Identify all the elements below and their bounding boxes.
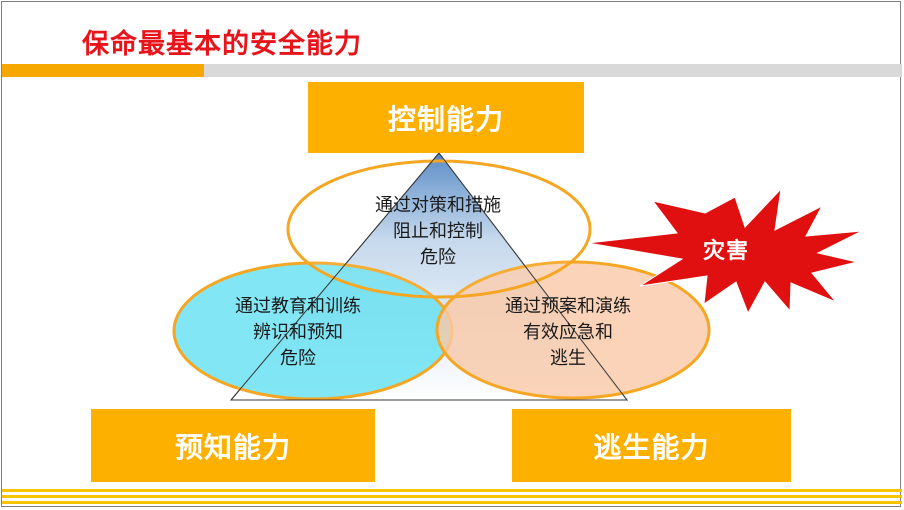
triangle-outline — [230, 152, 629, 401]
escape-line-3: 逃生 — [550, 348, 586, 369]
slide-title: 保命最基本的安全能力 — [82, 29, 362, 60]
control-capability-box: 控制能力 — [308, 82, 584, 153]
disaster-label: 灾害 — [702, 239, 749, 264]
escape-line-1: 通过预案和演练 — [505, 296, 631, 317]
ellipse-control — [286, 159, 592, 299]
control-line-1: 通过对策和措施 — [375, 195, 501, 216]
escape-line-2: 有效应急和 — [523, 322, 613, 343]
escape-description: 通过预案和演练 有效应急和 逃生 — [460, 294, 676, 372]
predict-line-3: 危险 — [280, 348, 316, 369]
predict-capability-box: 预知能力 — [91, 409, 375, 482]
predict-line-1: 通过教育和训练 — [235, 296, 361, 317]
escape-capability-box: 逃生能力 — [512, 409, 791, 482]
title-underline-accent — [2, 64, 204, 77]
title-underline-bar — [204, 64, 902, 77]
control-line-3: 危险 — [420, 247, 456, 268]
footer-stripes — [2, 488, 902, 508]
control-line-2: 阻止和控制 — [393, 221, 483, 242]
footer-stripe — [2, 495, 902, 498]
disaster-starburst — [587, 187, 863, 315]
footer-stripe — [2, 489, 902, 492]
predict-description: 通过教育和训练 辨识和预知 危险 — [190, 294, 406, 372]
control-description: 通过对策和措施 阻止和控制 危险 — [330, 193, 546, 271]
predict-line-2: 辨识和预知 — [253, 322, 343, 343]
footer-stripe — [2, 501, 902, 504]
